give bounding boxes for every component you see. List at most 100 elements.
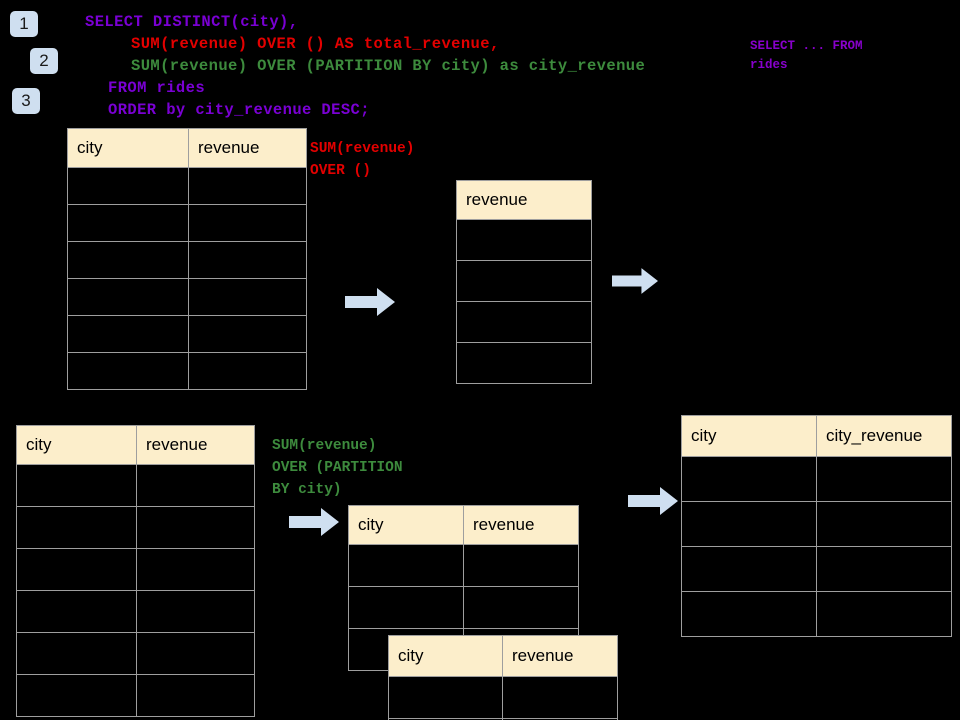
cell-revenue xyxy=(456,301,592,343)
rides-source-table-2: city revenue xyxy=(16,425,255,717)
table-row xyxy=(388,676,618,719)
table-row xyxy=(67,352,307,390)
cell-revenue xyxy=(463,544,579,587)
cell-revenue xyxy=(456,219,592,261)
table-header-row: city revenue xyxy=(388,635,618,677)
column-header-revenue: revenue xyxy=(136,425,255,465)
cell-city xyxy=(67,278,189,316)
cell-city-revenue xyxy=(816,591,952,637)
cell-city xyxy=(67,241,189,279)
column-header-city: city xyxy=(67,128,189,168)
column-header-revenue: revenue xyxy=(188,128,307,168)
table-row xyxy=(456,342,592,384)
table-row xyxy=(16,548,255,591)
table-row xyxy=(67,278,307,316)
cell-city xyxy=(16,464,137,507)
arrow-source-to-total xyxy=(345,288,395,316)
table-row xyxy=(16,506,255,549)
arrow-total-to-result xyxy=(612,268,658,294)
table-header-row: city city_revenue xyxy=(681,415,952,457)
cell-revenue xyxy=(188,167,307,205)
table-row xyxy=(388,718,618,720)
cell-revenue xyxy=(136,632,255,675)
table-row xyxy=(456,260,592,302)
table-row xyxy=(681,591,952,637)
cell-city-revenue xyxy=(816,501,952,547)
table-row xyxy=(16,674,255,717)
rides-source-table: city revenue xyxy=(67,128,307,390)
cell-revenue xyxy=(188,352,307,390)
cell-city xyxy=(681,456,817,502)
table-row xyxy=(67,204,307,242)
cell-city xyxy=(16,506,137,549)
table-row xyxy=(16,464,255,507)
cell-city xyxy=(681,546,817,592)
table-header-row: city revenue xyxy=(348,505,579,545)
table-row xyxy=(681,456,952,502)
cell-city xyxy=(348,586,464,629)
step-badge-1: 1 xyxy=(10,11,38,37)
table-header-row: city revenue xyxy=(16,425,255,465)
table-row xyxy=(16,590,255,633)
table-row xyxy=(348,586,579,629)
callout-sum-over-empty: SUM(revenue) OVER () xyxy=(310,141,415,179)
table-row xyxy=(456,301,592,343)
arrow-source2-to-partition xyxy=(289,508,339,536)
cell-city xyxy=(67,167,189,205)
table-row xyxy=(681,546,952,592)
cell-revenue xyxy=(188,315,307,353)
cell-city xyxy=(681,591,817,637)
column-header-revenue: revenue xyxy=(463,505,579,545)
city-revenue-result-table: city city_revenue xyxy=(681,415,952,637)
partition-table-front: city revenue xyxy=(388,635,618,720)
table-row xyxy=(348,544,579,587)
step-badge-2: 2 xyxy=(30,48,58,74)
sql-line-sum-over-empty: SUM(revenue) OVER () AS total_revenue, xyxy=(131,35,500,53)
table-header-row: city revenue xyxy=(67,128,307,168)
table-row xyxy=(681,501,952,547)
column-header-city: city xyxy=(348,505,464,545)
callout-sum-over-partition: SUM(revenue) OVER (PARTITION BY city) xyxy=(272,438,403,498)
column-header-city: city xyxy=(16,425,137,465)
cell-revenue xyxy=(456,260,592,302)
table-row xyxy=(456,219,592,261)
cell-revenue xyxy=(136,464,255,507)
sql-line-select: SELECT DISTINCT(city), xyxy=(85,13,299,31)
cell-revenue xyxy=(136,548,255,591)
cell-revenue xyxy=(188,278,307,316)
table-header-row: revenue xyxy=(456,180,592,220)
cell-city xyxy=(67,352,189,390)
cell-city xyxy=(16,548,137,591)
table-row xyxy=(67,167,307,205)
cell-city xyxy=(16,674,137,717)
cell-revenue xyxy=(136,506,255,549)
step-badge-3: 3 xyxy=(12,88,40,114)
column-header-revenue: revenue xyxy=(502,635,618,677)
cell-city xyxy=(67,315,189,353)
sql-line-order-by: ORDER by city_revenue DESC; xyxy=(108,101,370,119)
cell-revenue xyxy=(188,241,307,279)
column-header-city-revenue: city_revenue xyxy=(816,415,952,457)
cell-revenue xyxy=(136,590,255,633)
sql-line-sum-over-partition: SUM(revenue) OVER (PARTITION BY city) as… xyxy=(131,57,646,75)
cell-city xyxy=(388,676,503,719)
table-row xyxy=(16,632,255,675)
total-revenue-table: revenue xyxy=(456,180,592,384)
cell-revenue xyxy=(136,674,255,717)
cell-revenue xyxy=(502,718,618,720)
cell-city xyxy=(348,544,464,587)
sql-line-from: FROM rides xyxy=(108,79,206,97)
cell-city-revenue xyxy=(816,546,952,592)
cell-revenue xyxy=(463,586,579,629)
select-from-rides-note: SELECT ... FROM rides xyxy=(750,39,863,72)
arrow-partition-to-result xyxy=(628,487,678,515)
cell-city xyxy=(16,590,137,633)
cell-revenue xyxy=(456,342,592,384)
column-header-city: city xyxy=(388,635,503,677)
column-header-revenue: revenue xyxy=(456,180,592,220)
column-header-city: city xyxy=(681,415,817,457)
cell-city xyxy=(67,204,189,242)
cell-city xyxy=(16,632,137,675)
cell-revenue xyxy=(188,204,307,242)
